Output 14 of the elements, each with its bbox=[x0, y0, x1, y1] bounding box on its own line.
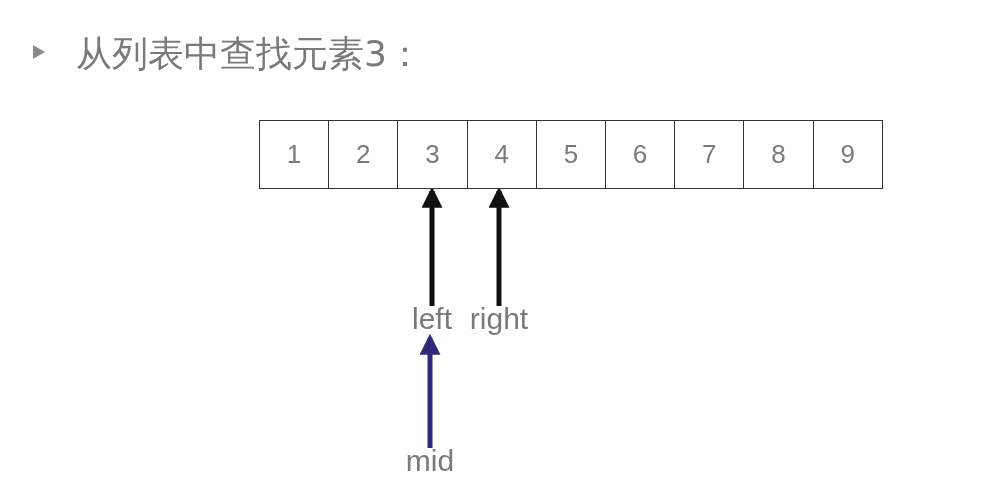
array-cell: 3 bbox=[397, 120, 468, 189]
pointer-label: mid bbox=[405, 444, 455, 478]
array-cell: 9 bbox=[812, 120, 883, 189]
array-cell: 7 bbox=[674, 120, 745, 189]
array-cell: 8 bbox=[743, 120, 814, 189]
array-cell: 4 bbox=[466, 120, 537, 189]
title: 从列表中查找元素3： bbox=[76, 32, 423, 76]
arrow bbox=[419, 333, 441, 448]
pointer-label: left bbox=[412, 302, 452, 336]
array-cell: 5 bbox=[535, 120, 606, 189]
array-cell: 1 bbox=[259, 120, 330, 189]
array-cell: 2 bbox=[328, 120, 399, 189]
pointer-label: right bbox=[469, 302, 529, 336]
array-cell: 6 bbox=[605, 120, 676, 189]
